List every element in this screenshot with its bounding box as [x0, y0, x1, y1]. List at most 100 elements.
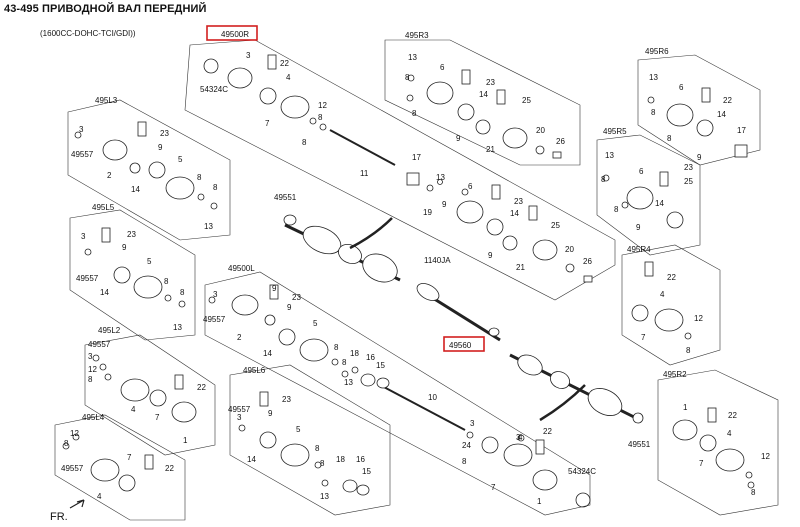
group-label-49551-top[interactable]: 49551: [274, 193, 297, 202]
group-label-495R4[interactable]: 495R4: [627, 245, 651, 254]
part-label-8-l4[interactable]: 8: [64, 439, 69, 448]
group-label-1140JA[interactable]: 1140JA: [424, 256, 451, 265]
part-label-6[interactable]: 6: [468, 182, 473, 191]
part-label-12-l2[interactable]: 12: [88, 365, 97, 374]
part-label-8-r5[interactable]: 8: [601, 175, 606, 184]
part-label-8-l3[interactable]: 8: [197, 173, 202, 182]
group-label-495L4[interactable]: 495L4: [82, 413, 105, 422]
part-label-20-r3[interactable]: 20: [536, 126, 545, 135]
part-label-5-l[interactable]: 5: [313, 319, 318, 328]
part-label-14-l6[interactable]: 14: [247, 455, 256, 464]
part-label-18-l6[interactable]: 18: [336, 455, 345, 464]
part-label-6-r5[interactable]: 6: [639, 167, 644, 176]
part-label-14-l3[interactable]: 14: [131, 185, 140, 194]
part-label-23-l6[interactable]: 23: [282, 395, 291, 404]
group-label-49500L[interactable]: 49500L: [228, 264, 255, 273]
part-label-7-r2[interactable]: 7: [699, 459, 704, 468]
part-label-23-l3[interactable]: 23: [160, 129, 169, 138]
part-label-25[interactable]: 25: [551, 221, 560, 230]
part-label-23-l5[interactable]: 23: [127, 230, 136, 239]
part-label-9b-l[interactable]: 9: [287, 303, 292, 312]
part-label-8b-l5[interactable]: 8: [180, 288, 185, 297]
group-label-495L5[interactable]: 495L5: [92, 203, 115, 212]
group-label-495R2[interactable]: 495R2: [663, 370, 687, 379]
part-label-16-l[interactable]: 16: [366, 353, 375, 362]
part-label-13-l5[interactable]: 13: [173, 323, 182, 332]
part-label-14-r5[interactable]: 14: [655, 199, 664, 208]
part-label-6-r6[interactable]: 6: [679, 83, 684, 92]
part-label-7[interactable]: 7: [265, 119, 270, 128]
part-label-8-l5[interactable]: 8: [164, 277, 169, 286]
part-label-14-l5[interactable]: 14: [100, 288, 109, 297]
part-label-3b-l[interactable]: 3: [470, 419, 475, 428]
part-label-9-r5[interactable]: 9: [636, 223, 641, 232]
part-label-3-l6[interactable]: 3: [237, 413, 242, 422]
part-label-26-r3[interactable]: 26: [556, 137, 565, 146]
part-label-1-l2[interactable]: 1: [183, 436, 188, 445]
part-label-14-r6[interactable]: 14: [717, 110, 726, 119]
part-label-8b[interactable]: 8: [302, 138, 307, 147]
part-label-2-l3[interactable]: 2: [107, 171, 112, 180]
part-label-17-r6[interactable]: 17: [737, 126, 746, 135]
part-label-13-r3[interactable]: 13: [408, 53, 417, 62]
part-label-22-l[interactable]: 22: [543, 427, 552, 436]
part-label-9-l3[interactable]: 9: [158, 143, 163, 152]
part-label-8b-r6[interactable]: 8: [667, 134, 672, 143]
part-label-3[interactable]: 3: [246, 51, 251, 60]
part-label-54324c[interactable]: 54324C: [200, 85, 228, 94]
part-label-22-r2[interactable]: 22: [728, 411, 737, 420]
part-label-6-r3[interactable]: 6: [440, 63, 445, 72]
part-label-4-l[interactable]: 4: [518, 433, 523, 442]
part-label-8-l2[interactable]: 8: [88, 375, 93, 384]
part-label-25-r3[interactable]: 25: [522, 96, 531, 105]
part-label-13-r5[interactable]: 13: [605, 151, 614, 160]
part-label-8[interactable]: 8: [318, 113, 323, 122]
part-label-54324c-l[interactable]: 54324C: [568, 467, 596, 476]
part-label-15-l6[interactable]: 15: [362, 467, 371, 476]
part-label-23-r3[interactable]: 23: [486, 78, 495, 87]
group-label-49500R[interactable]: 49500R: [221, 30, 249, 39]
part-label-23[interactable]: 23: [514, 197, 523, 206]
part-label-2-l[interactable]: 2: [237, 333, 242, 342]
part-label-3-l3[interactable]: 3: [79, 125, 84, 134]
part-label-8b-l[interactable]: 8: [342, 358, 347, 367]
part-label-13-l6[interactable]: 13: [320, 492, 329, 501]
part-label-13-l[interactable]: 13: [344, 378, 353, 387]
part-label-9-r6[interactable]: 9: [697, 153, 702, 162]
part-label-1-l[interactable]: 1: [537, 497, 542, 506]
part-label-3-l2[interactable]: 3: [88, 352, 93, 361]
part-label-23-r5[interactable]: 23: [684, 163, 693, 172]
part-label-49557-l2[interactable]: 49557: [88, 340, 111, 349]
part-label-13-r6[interactable]: 13: [649, 73, 658, 82]
part-label-8-l[interactable]: 8: [334, 343, 339, 352]
part-label-13-l3[interactable]: 13: [204, 222, 213, 231]
part-label-8b-r5[interactable]: 8: [614, 205, 619, 214]
part-label-15-l[interactable]: 15: [376, 361, 385, 370]
part-label-16-l6[interactable]: 16: [356, 455, 365, 464]
part-label-9-l6[interactable]: 9: [268, 409, 273, 418]
part-label-49557-l4[interactable]: 49557: [61, 464, 84, 473]
part-label-4-r2[interactable]: 4: [727, 429, 732, 438]
part-label-3-l[interactable]: 3: [213, 290, 218, 299]
part-label-12-r2[interactable]: 12: [761, 452, 770, 461]
part-label-7-l4[interactable]: 7: [127, 453, 132, 462]
part-label-8b-r3[interactable]: 8: [412, 109, 417, 118]
part-label-49557-l3[interactable]: 49557: [71, 150, 94, 159]
part-label-8-l6[interactable]: 8: [315, 444, 320, 453]
part-label-9-r3[interactable]: 9: [456, 134, 461, 143]
part-label-12-l4[interactable]: 12: [70, 429, 79, 438]
part-label-9b[interactable]: 9: [488, 251, 493, 260]
part-label-22-l4[interactable]: 22: [165, 464, 174, 473]
group-label-495L3[interactable]: 495L3: [95, 96, 118, 105]
part-label-19[interactable]: 19: [423, 208, 432, 217]
part-label-8-r3[interactable]: 8: [405, 73, 410, 82]
part-label-8-r6[interactable]: 8: [651, 108, 656, 117]
part-label-12[interactable]: 12: [318, 101, 327, 110]
part-label-8-r2[interactable]: 8: [751, 488, 756, 497]
part-label-8-r4[interactable]: 8: [686, 346, 691, 355]
part-label-49557-l[interactable]: 49557: [203, 315, 226, 324]
part-label-49557-l5[interactable]: 49557: [76, 274, 99, 283]
group-label-495L6[interactable]: 495L6: [243, 366, 266, 375]
group-label-495R6[interactable]: 495R6: [645, 47, 669, 56]
part-label-24-l[interactable]: 24: [462, 441, 471, 450]
